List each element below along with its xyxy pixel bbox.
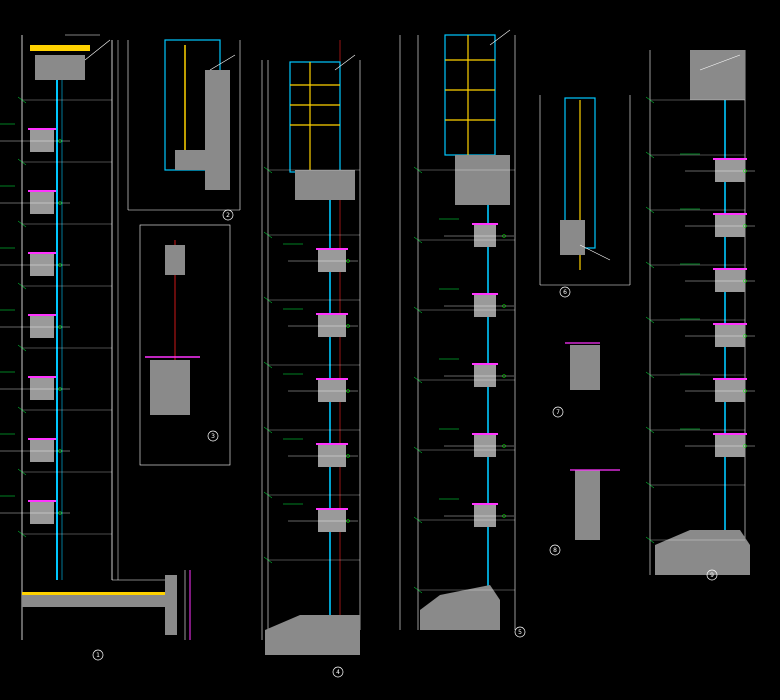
generated-linework: 1 2 3 4 5 6 7 8 9 xyxy=(0,29,755,678)
wall-section-3 xyxy=(139,224,231,466)
detail-mark-circle xyxy=(92,649,104,661)
detail-mark-label: 4 xyxy=(336,669,340,676)
detail-mark-circle xyxy=(552,406,564,418)
detail-mark-circle xyxy=(222,209,234,221)
detail-mark-label: 2 xyxy=(226,212,230,219)
wall-section-7 xyxy=(565,342,600,390)
detail-mark-label: 1 xyxy=(96,652,100,659)
wall-section-4 xyxy=(261,40,361,655)
wall-section-8 xyxy=(570,469,620,540)
detail-mark-circle xyxy=(514,626,526,638)
wall-section-6 xyxy=(539,95,631,286)
wall-section-1 xyxy=(21,34,191,640)
detail-mark-circle xyxy=(559,286,571,298)
detail-mark-circle xyxy=(332,666,344,678)
detail-mark-label: 8 xyxy=(553,547,557,554)
detail-mark-label: 7 xyxy=(556,409,560,416)
detail-mark-label: 9 xyxy=(710,572,714,579)
detail-mark-circle xyxy=(706,569,718,581)
detail-mark-label: 6 xyxy=(563,289,567,296)
wall-section-9 xyxy=(649,50,750,575)
wall-section-5 xyxy=(399,34,516,630)
detail-mark-label: 3 xyxy=(211,433,215,440)
detail-mark-label: 5 xyxy=(518,629,522,636)
wall-section-2 xyxy=(127,39,241,211)
detail-mark-circle xyxy=(207,430,219,442)
detail-mark-circle xyxy=(549,544,561,556)
